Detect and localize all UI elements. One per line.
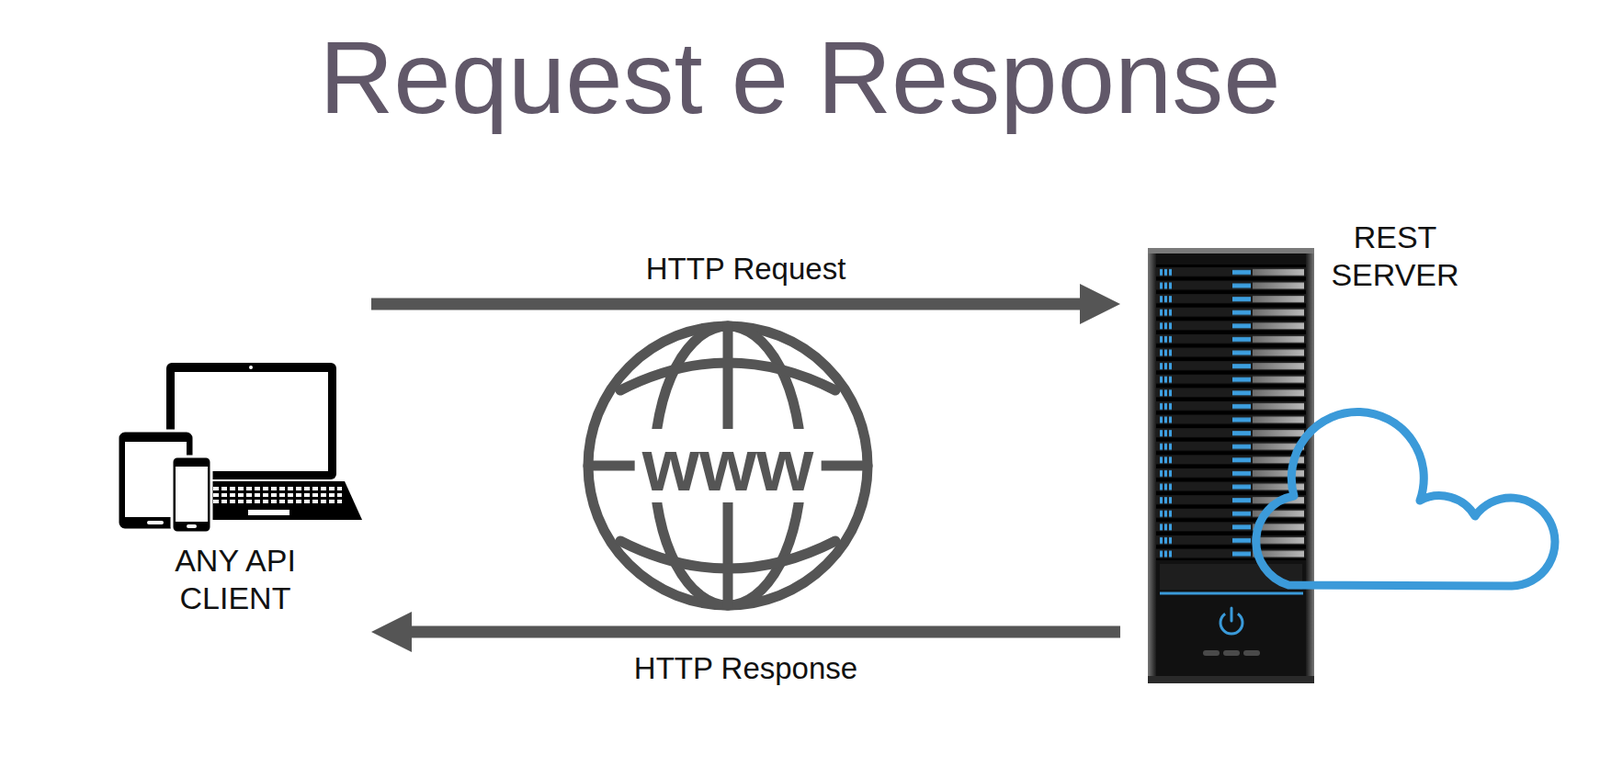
globe-icon <box>588 326 868 606</box>
node-text-group: REST SERVER <box>1321 218 1469 295</box>
power-icon <box>1230 608 1234 622</box>
node-label: REST SERVER <box>1321 218 1469 295</box>
tower-vent <box>1243 650 1260 657</box>
edge-label: HTTP Request <box>646 250 847 288</box>
globe-latitude <box>620 541 836 569</box>
laptop-keyboard <box>196 487 342 507</box>
phone <box>171 456 212 534</box>
tower-foot <box>1147 676 1315 684</box>
laptop-camera <box>249 365 253 370</box>
http-arrow <box>371 298 1102 311</box>
tower-light-strip <box>1159 592 1304 596</box>
laptop-trackpad <box>248 510 290 516</box>
tablet-button <box>147 521 164 525</box>
tower-side <box>1305 248 1315 684</box>
client-devices-icon <box>117 363 363 534</box>
tower-top <box>1147 248 1315 254</box>
tower-drive-bays <box>1156 264 1306 561</box>
tower-vent <box>1223 650 1240 657</box>
node-text-group: ANY API CLIENT <box>157 542 314 618</box>
page-title: Request e Response <box>0 16 1600 140</box>
rest-server-node: REST SERVER <box>1147 248 1315 684</box>
edge-label: HTTP Response <box>634 650 858 688</box>
www-label: www <box>635 429 822 503</box>
api-client-node: ANY API CLIENT <box>110 275 361 644</box>
globe-latitude <box>620 363 836 391</box>
phone-button <box>186 524 197 529</box>
http-arrow <box>389 626 1121 639</box>
tower-vent <box>1202 650 1220 657</box>
tower-side <box>1147 248 1157 684</box>
globe-outline <box>588 326 868 606</box>
phone-screen <box>175 466 208 522</box>
node-label: ANY API CLIENT <box>157 542 314 618</box>
cloud-icon <box>1256 411 1555 587</box>
